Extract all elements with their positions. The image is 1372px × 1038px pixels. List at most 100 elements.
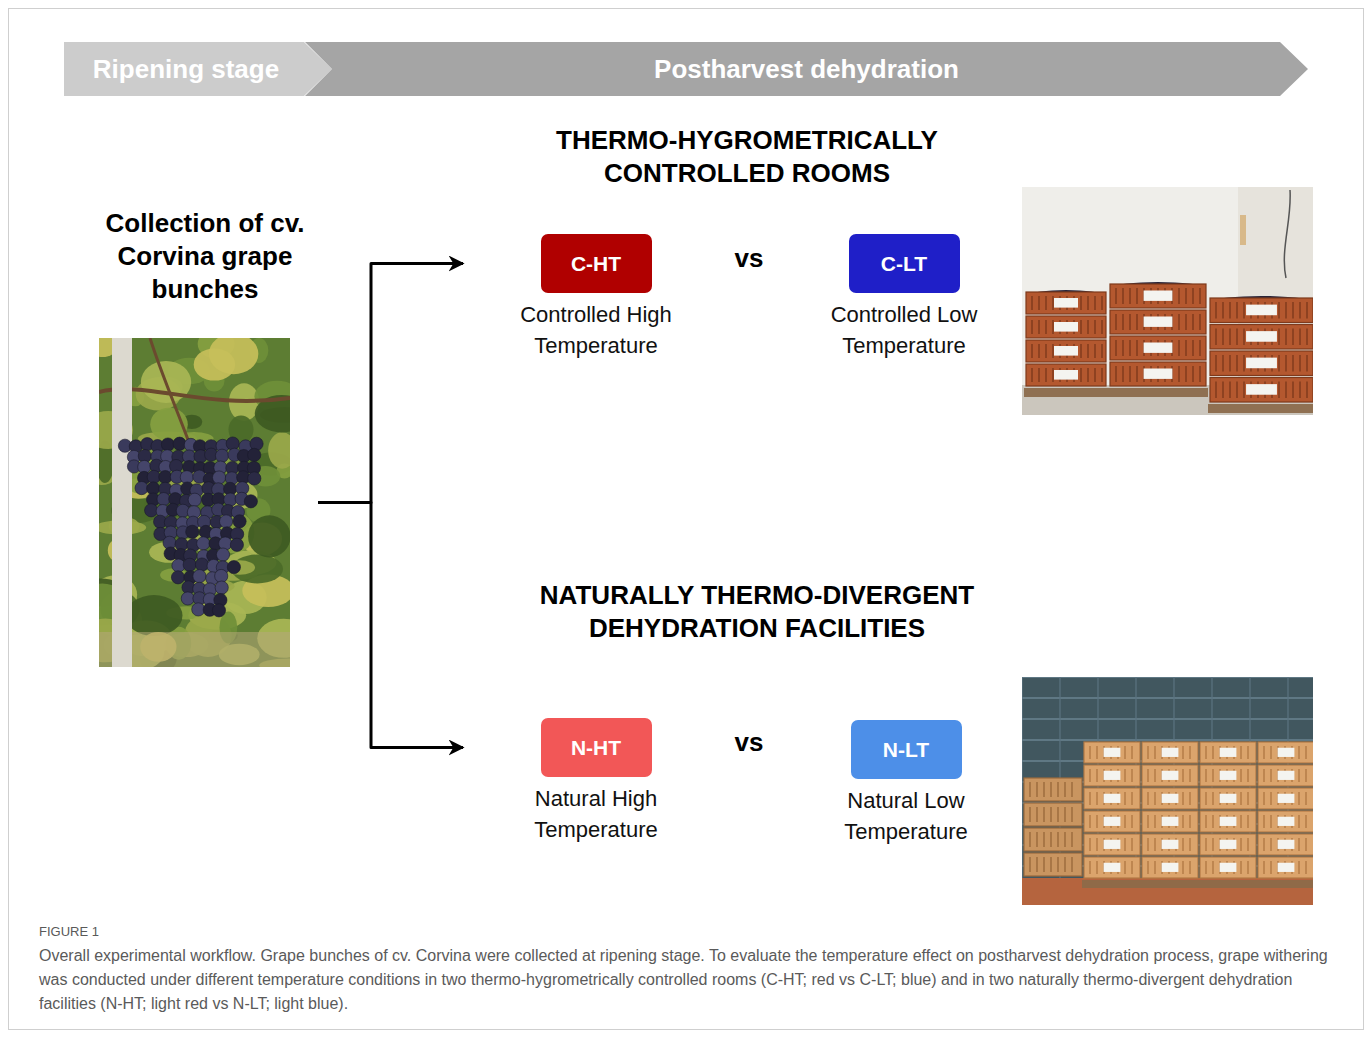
pallet — [1082, 880, 1313, 888]
grape-berry — [233, 515, 246, 528]
crate-tag — [1144, 291, 1173, 301]
crate-slot — [1299, 355, 1300, 372]
crate-tag — [1220, 840, 1237, 849]
crate-slot — [1036, 857, 1037, 872]
grape-berry — [244, 495, 257, 508]
grape-berry — [186, 525, 199, 538]
crate — [1200, 765, 1256, 786]
crate-slot — [1298, 746, 1299, 759]
crate-slot — [1285, 329, 1286, 346]
crate-tag — [1278, 840, 1295, 849]
leaf — [248, 515, 290, 557]
crate — [1142, 811, 1198, 832]
crate-slot — [1247, 769, 1248, 782]
crate-slot — [1247, 815, 1248, 828]
treatment-description: Natural Low Temperature — [814, 785, 999, 847]
crate-slot — [1096, 769, 1097, 782]
grape-berry — [248, 448, 261, 461]
crate — [1200, 742, 1256, 763]
crate-slot — [1263, 769, 1264, 782]
crate — [1142, 742, 1198, 763]
crate-slot — [1229, 355, 1230, 372]
crate-slot — [1064, 782, 1065, 797]
crate-slot — [1212, 769, 1213, 782]
crate — [1084, 788, 1140, 809]
crate-slot — [1115, 288, 1116, 304]
crate-slot — [1129, 340, 1130, 356]
crate — [1142, 765, 1198, 786]
crate-slot — [1205, 792, 1206, 805]
crate-slot — [1043, 782, 1044, 797]
leaf — [125, 595, 182, 636]
crate-slot — [1043, 807, 1044, 822]
crate-slot — [1045, 368, 1046, 382]
crate-tag — [1054, 322, 1078, 332]
crate-slot — [1080, 344, 1081, 358]
crate-slot — [1212, 861, 1213, 874]
crate-slot — [1243, 302, 1244, 319]
leaf — [224, 560, 255, 575]
crate-tag — [1246, 358, 1277, 369]
crate — [1200, 811, 1256, 832]
crate-slot — [1240, 815, 1241, 828]
pallet — [1108, 388, 1208, 397]
crate-slot — [1278, 382, 1279, 399]
crate — [1084, 765, 1140, 786]
crate-slot — [1154, 792, 1155, 805]
crate-slot — [1038, 368, 1039, 382]
figure-number: FIGURE 1 — [39, 923, 239, 940]
crate-slot — [1089, 838, 1090, 851]
crate-slot — [1154, 746, 1155, 759]
crate-slot — [1124, 815, 1125, 828]
crate-slot — [1087, 320, 1088, 334]
crate — [1110, 336, 1206, 360]
crate-slot — [1096, 792, 1097, 805]
leaf — [209, 338, 259, 374]
crate-slot — [1298, 769, 1299, 782]
crate-slot — [1064, 832, 1065, 847]
grape-berry — [215, 569, 228, 582]
crate-tag — [1220, 748, 1237, 757]
crate-slot — [1096, 838, 1097, 851]
treatment-description: Natural High Temperature — [504, 783, 689, 845]
crate-slot — [1285, 382, 1286, 399]
crate-slot — [1199, 366, 1200, 382]
crate-slot — [1215, 302, 1216, 319]
crate-slot — [1050, 857, 1051, 872]
crate-tag — [1278, 748, 1295, 757]
crate-slot — [1178, 314, 1179, 330]
crate-slot — [1115, 314, 1116, 330]
crate-slot — [1052, 320, 1053, 334]
crate-slot — [1096, 815, 1097, 828]
crate-slot — [1087, 296, 1088, 310]
crate-slot — [1305, 792, 1306, 805]
wall-fixture — [1240, 215, 1246, 245]
crate-tag — [1054, 370, 1078, 380]
crate-tag — [1246, 305, 1277, 316]
grape-berry — [159, 471, 172, 484]
crate-slot — [1031, 344, 1032, 358]
crate — [1258, 742, 1313, 763]
crate — [1084, 811, 1140, 832]
crate — [1084, 742, 1140, 763]
crate-slot — [1124, 746, 1125, 759]
crate-slot — [1192, 340, 1193, 356]
crate-slot — [1212, 815, 1213, 828]
crate — [1200, 857, 1256, 878]
crate — [1258, 834, 1313, 855]
crate-slot — [1292, 329, 1293, 346]
crate-slot — [1071, 807, 1072, 822]
crate-slot — [1270, 838, 1271, 851]
crate-slot — [1050, 782, 1051, 797]
crate-tag — [1162, 840, 1179, 849]
crate-slot — [1101, 320, 1102, 334]
crate-tag — [1220, 794, 1237, 803]
grape-berry — [220, 515, 233, 528]
crate-row — [1022, 677, 1313, 678]
crate-slot — [1285, 355, 1286, 372]
stage-chevron: Ripening stage — [64, 42, 332, 96]
crate-slot — [1043, 857, 1044, 872]
grape-berry — [188, 493, 201, 506]
